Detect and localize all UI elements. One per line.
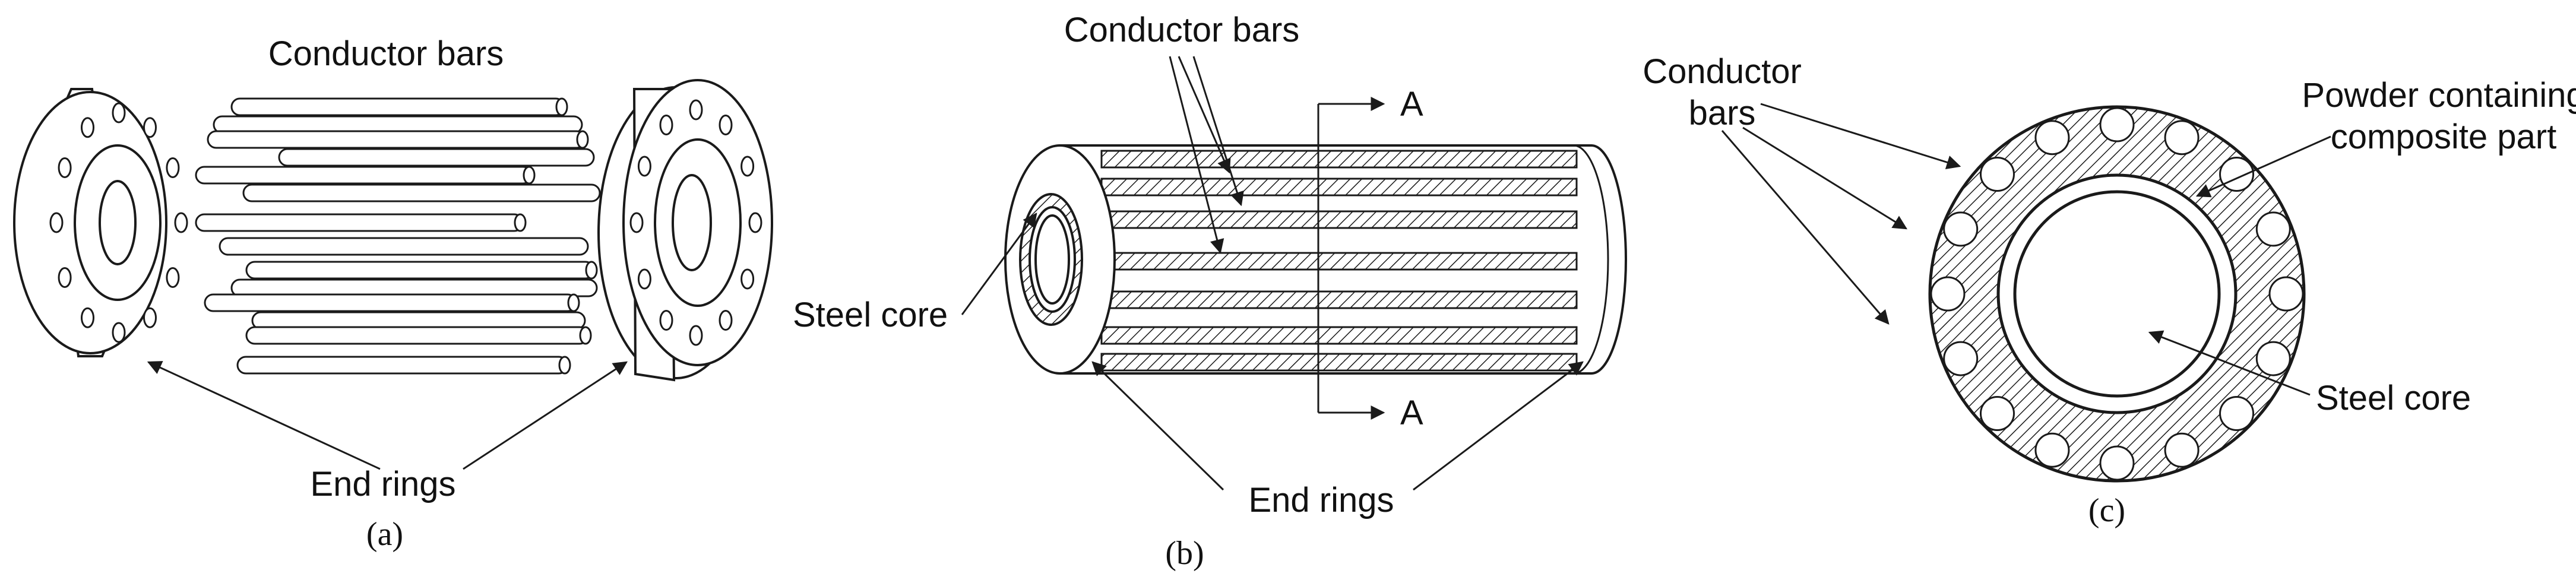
bolt-hole xyxy=(719,310,733,331)
leader-end-ring-left xyxy=(147,361,381,470)
label-conductor-bars-a: Conductor bars xyxy=(268,34,504,73)
conductor-bar xyxy=(278,148,595,167)
bolt-hole xyxy=(740,156,755,177)
conductor-slot xyxy=(2099,107,2135,142)
bar-end xyxy=(579,326,592,345)
conductor-bar xyxy=(242,183,601,202)
conductor-bar xyxy=(204,293,577,312)
bolt-hole xyxy=(689,99,703,121)
label-powder-line1: Powder containing xyxy=(2302,76,2576,115)
steel-core-inner xyxy=(2013,190,2221,398)
bolt-hole xyxy=(58,267,72,288)
caption-b: (b) xyxy=(1165,535,1204,572)
conductor-bar xyxy=(1100,150,1578,169)
conductor-bar xyxy=(245,261,595,280)
section-label-bottom: A xyxy=(1400,394,1423,432)
bolt-hole xyxy=(174,212,188,233)
bolt-hole xyxy=(637,268,651,290)
bar-end xyxy=(585,261,598,280)
bar-end xyxy=(555,97,568,116)
conductor-bars-b xyxy=(1100,150,1578,372)
conductor-slot xyxy=(1943,211,1979,247)
bolt-hole xyxy=(166,267,180,288)
bar-end xyxy=(567,293,580,312)
conductor-bar xyxy=(230,97,565,116)
bolt-hole xyxy=(689,325,703,346)
conductor-bars-a xyxy=(195,97,601,375)
label-powder-line2: composite part xyxy=(2331,118,2556,156)
conductor-bar xyxy=(1100,178,1578,197)
panel-a: Conductor bars End rings (a) xyxy=(13,34,773,553)
conductor-slot xyxy=(2268,276,2304,312)
panel-b: A A Conductor bars Steel core End rings … xyxy=(793,11,1627,572)
bolt-hole xyxy=(58,157,72,178)
bolt-hole xyxy=(166,157,180,178)
conductor-bar xyxy=(1100,353,1578,372)
conductor-bar xyxy=(207,130,586,149)
end-ring-right xyxy=(597,79,773,382)
bolt-hole xyxy=(719,114,733,135)
bar-end xyxy=(523,166,536,185)
conductor-slot xyxy=(2164,120,2200,156)
conductor-slot xyxy=(2034,432,2070,468)
conductor-slot xyxy=(1979,396,2015,432)
bolt-hole xyxy=(659,310,673,331)
conductor-bar xyxy=(236,356,568,375)
label-steel-core-b: Steel core xyxy=(793,296,948,334)
bolt-hole xyxy=(112,322,126,343)
label-steel-core-c: Steel core xyxy=(2316,379,2471,417)
conductor-slot xyxy=(2099,445,2135,481)
conductor-bar xyxy=(245,326,589,345)
conductor-slot xyxy=(2219,156,2255,192)
section-label-top: A xyxy=(1400,85,1423,123)
conductor-bar xyxy=(195,166,533,185)
conductor-bars-c xyxy=(1930,107,2304,481)
conductor-bar xyxy=(195,213,524,232)
bolt-hole xyxy=(81,117,94,138)
bolt-hole xyxy=(629,212,644,233)
conductor-slot xyxy=(1979,156,2015,192)
conductor-slot xyxy=(2034,120,2070,156)
bolt-hole xyxy=(143,307,157,328)
bolt-hole xyxy=(659,114,673,135)
label-conductor-bars-b: Conductor bars xyxy=(1064,11,1300,49)
bolt-hole xyxy=(81,307,94,328)
caption-c: (c) xyxy=(2088,492,2125,529)
bolt-hole xyxy=(143,117,157,138)
bar-end xyxy=(514,213,527,232)
conductor-slot xyxy=(2164,432,2200,468)
conductor-slot xyxy=(2255,211,2291,247)
conductor-bar xyxy=(1100,290,1578,309)
bar-end xyxy=(558,356,571,375)
label-conductor-c-line2: bars xyxy=(1689,94,1756,132)
end-ring-left xyxy=(13,88,188,357)
bolt-hole xyxy=(740,268,755,290)
label-end-rings-a: End rings xyxy=(310,465,455,503)
panel-c: Conductor bars Powder containing composi… xyxy=(1643,52,2576,529)
conductor-slot xyxy=(2255,341,2291,376)
bolt-hole xyxy=(637,156,651,177)
conductor-slot xyxy=(2219,396,2255,432)
label-conductor-c-line1: Conductor xyxy=(1643,52,1802,91)
conductor-bar xyxy=(1100,326,1578,345)
conductor-bar xyxy=(1100,252,1578,271)
conductor-bar xyxy=(219,237,589,256)
conductor-slot xyxy=(1943,341,1979,376)
end-ring-right-b xyxy=(1573,144,1609,375)
bolt-hole xyxy=(748,212,762,233)
bolt-hole xyxy=(49,212,64,233)
conductor-bar xyxy=(1100,210,1578,229)
leader-end-ring-right xyxy=(463,361,628,470)
caption-a: (a) xyxy=(366,516,403,553)
bar-end xyxy=(576,130,589,149)
bolt-hole xyxy=(112,102,126,123)
conductor-slot xyxy=(1930,276,1966,312)
label-end-rings-b: End rings xyxy=(1248,481,1394,519)
